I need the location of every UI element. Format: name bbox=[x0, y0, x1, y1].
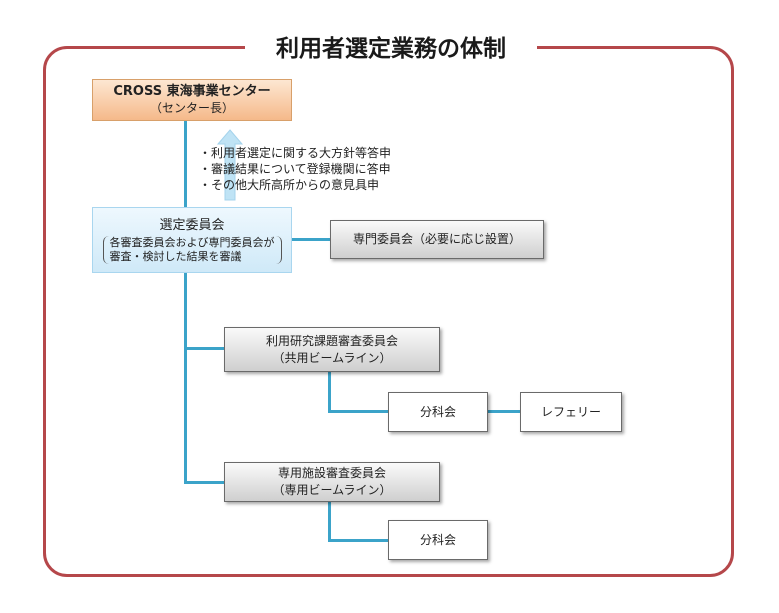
research-committee-scope: （共用ビームライン） bbox=[272, 350, 392, 365]
connector-facility-down bbox=[328, 500, 331, 540]
facility-committee-scope: （専用ビームライン） bbox=[272, 483, 392, 497]
note-item: ・利用者選定に関する大方針等答申 bbox=[199, 146, 392, 160]
page-title: 利用者選定業務の体制 bbox=[245, 32, 537, 66]
subcommittee-box: 分科会 bbox=[388, 520, 488, 560]
connector-to-subcommittee2 bbox=[328, 539, 388, 542]
connector-main-top bbox=[184, 120, 187, 208]
research-committee-name: 利用研究課題審査委員会 bbox=[265, 333, 398, 348]
connector-to-subcommittee1 bbox=[328, 410, 388, 413]
selection-committee-desc: 各審査委員会および専門委員会が 審査・検討した結果を審議 bbox=[102, 235, 282, 264]
connector-sub-to-referee bbox=[487, 410, 520, 413]
up-arrow-icon bbox=[216, 129, 244, 201]
connector-to-research bbox=[184, 347, 224, 350]
referee-box: レフェリー bbox=[520, 392, 622, 432]
selection-committee-desc-line: 審査・検討した結果を審議 bbox=[109, 249, 242, 263]
connector-to-expert bbox=[290, 238, 330, 241]
connector-main-bottom bbox=[184, 273, 187, 483]
connector-to-facility bbox=[184, 481, 224, 484]
cross-center-role: （センター長） bbox=[149, 101, 234, 115]
connector-research-down bbox=[328, 372, 331, 412]
selection-committee-label: 選定委員会 bbox=[159, 217, 225, 233]
cross-center-box: CROSS 東海事業センター （センター長） bbox=[92, 79, 292, 121]
advisory-notes: ・利用者選定に関する大方針等答申 ・審議結果について登録機関に答申 ・その他大所… bbox=[199, 145, 391, 193]
note-item: ・審議結果について登録機関に答申 bbox=[199, 162, 391, 176]
subcommittee-box: 分科会 bbox=[388, 392, 488, 432]
research-committee-box: 利用研究課題審査委員会 （共用ビームライン） bbox=[224, 327, 440, 372]
referee-label: レフェリー bbox=[540, 404, 601, 419]
selection-committee-desc-line: 各審査委員会および専門委員会が bbox=[109, 235, 275, 249]
expert-committee-box: 専門委員会（必要に応じ設置） bbox=[330, 220, 544, 259]
facility-committee-box: 専用施設審査委員会 （専用ビームライン） bbox=[224, 462, 440, 502]
subcommittee-label: 分科会 bbox=[419, 404, 456, 419]
facility-committee-name: 専用施設審査委員会 bbox=[277, 466, 386, 480]
cross-center-name: CROSS 東海事業センター bbox=[113, 84, 271, 99]
subcommittee-label: 分科会 bbox=[419, 532, 456, 547]
note-item: ・その他大所高所からの意見具申 bbox=[199, 178, 380, 192]
selection-committee-box: 選定委員会 各審査委員会および専門委員会が 審査・検討した結果を審議 bbox=[92, 207, 292, 273]
expert-committee-label: 専門委員会（必要に応じ設置） bbox=[352, 232, 521, 246]
